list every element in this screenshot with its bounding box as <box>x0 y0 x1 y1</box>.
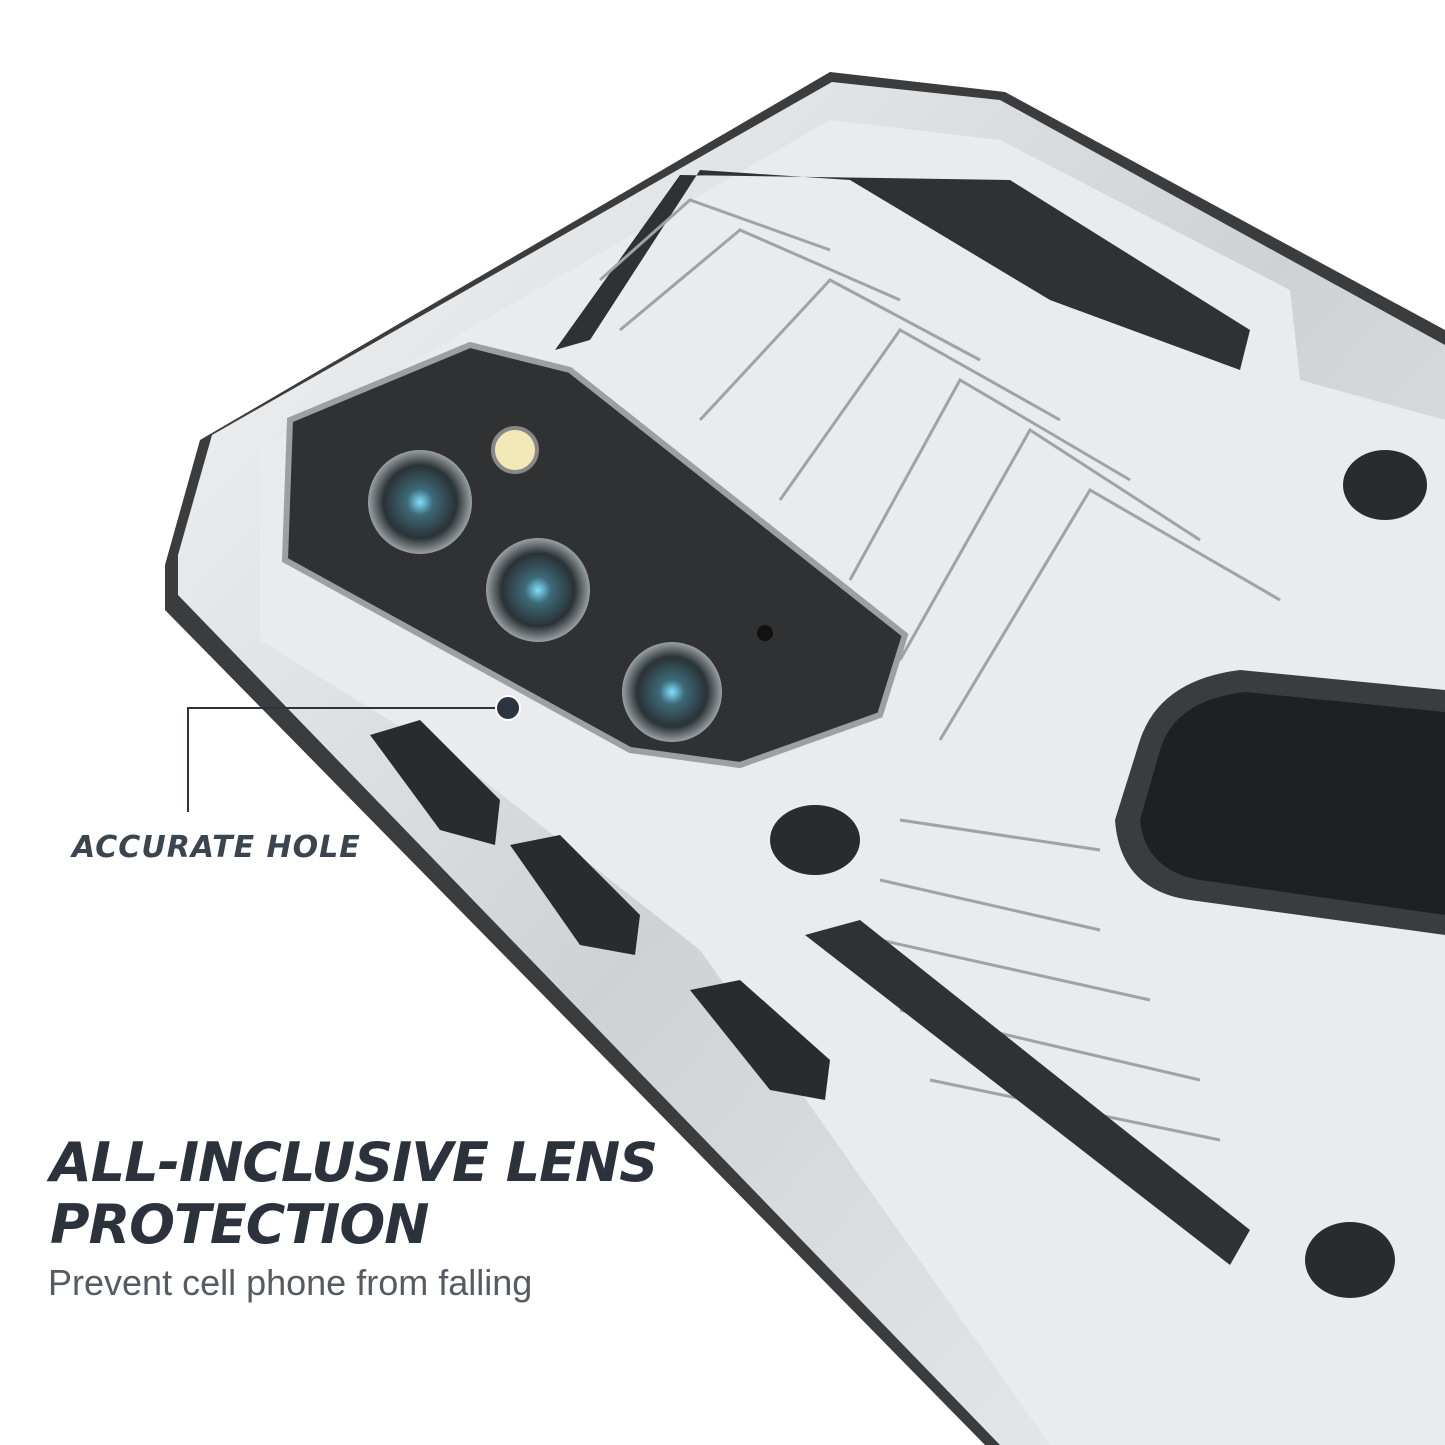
flash <box>491 426 539 474</box>
mic-hole <box>757 625 773 641</box>
headline-line-1: ALL-INCLUSIVE LENS <box>50 1131 658 1194</box>
ring-holder <box>1115 670 1445 935</box>
headline: ALL-INCLUSIVE LENS PROTECTION <box>50 1131 658 1256</box>
side-slot <box>805 920 1250 1265</box>
callout-label: ACCURATE HOLE <box>72 830 361 865</box>
headline-line-2: PROTECTION <box>50 1193 429 1256</box>
callout-pointer <box>187 695 521 812</box>
lens-3 <box>622 642 722 742</box>
lens-2 <box>486 538 590 642</box>
side-buttons <box>370 720 830 1100</box>
subtitle: Prevent cell phone from falling <box>48 1262 533 1303</box>
screw-holes <box>770 450 1427 1298</box>
lens-1 <box>368 450 472 554</box>
chevron-ridges <box>599 198 1281 1142</box>
camera-module <box>281 341 909 769</box>
